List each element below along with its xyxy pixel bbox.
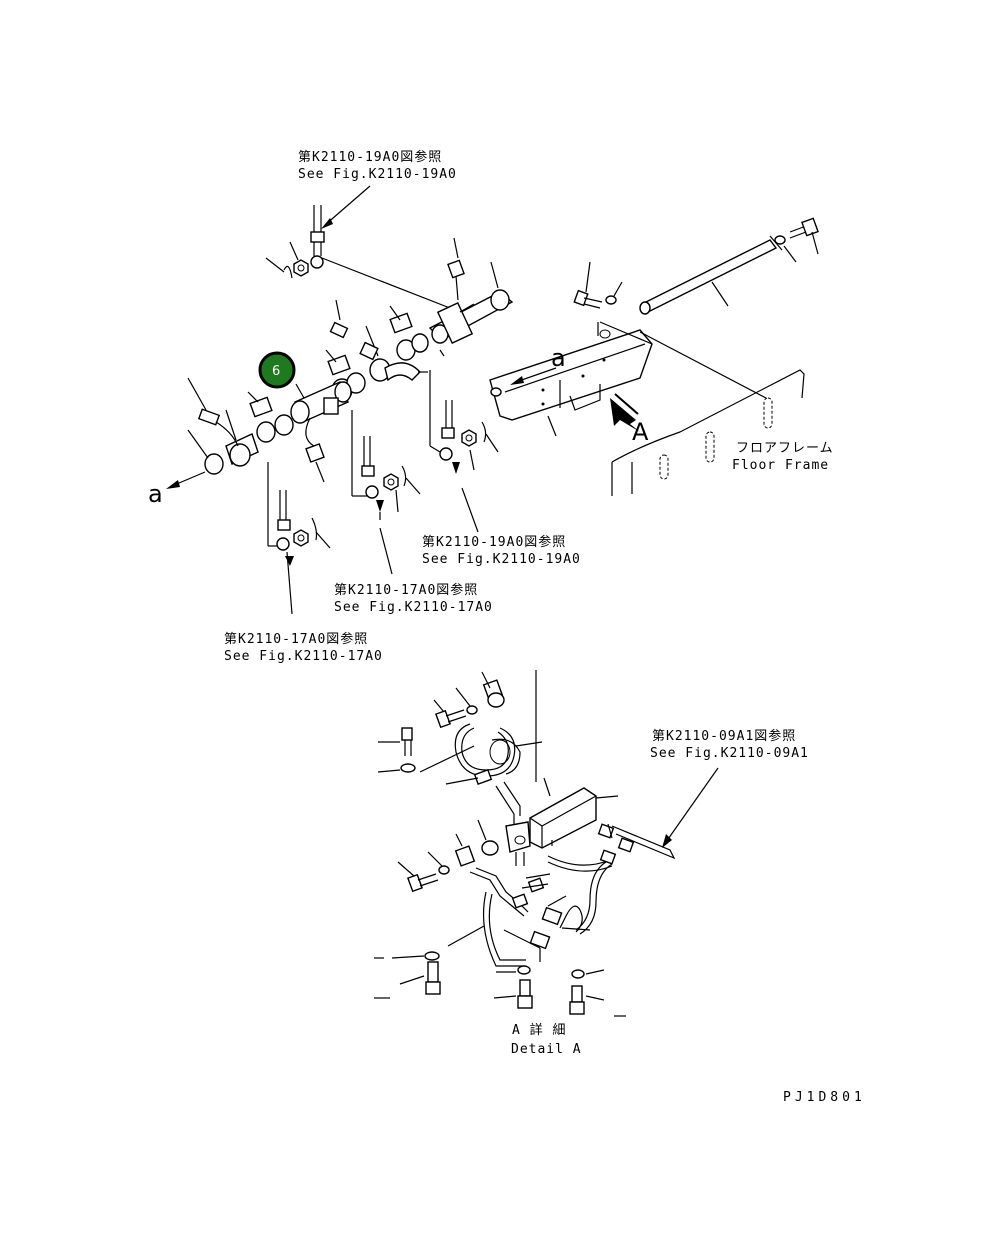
- grease-fitting-mid: [329, 299, 379, 361]
- detail-a-harness: [551, 823, 676, 935]
- ref-top-en: See Fig.K2110-19A0: [298, 167, 457, 182]
- ref-top-jp: 第K2110-19A0図参照: [298, 149, 442, 165]
- section-arrow-left: [166, 471, 206, 489]
- pipe-fitting-lower: [305, 417, 325, 483]
- lever-bracket: [436, 302, 475, 357]
- ref-mid-center-jp: 第K2110-17A0図参照: [334, 582, 478, 598]
- callout-6-badge[interactable]: 6: [258, 351, 296, 389]
- ref-mid-center-en: See Fig.K2110-17A0: [334, 600, 493, 615]
- bushing-set-upper: [365, 305, 429, 382]
- detail-a-assembly: [377, 670, 543, 826]
- left-end-cap: [187, 429, 224, 475]
- ref-mid-left-en: See Fig.K2110-17A0: [224, 649, 383, 664]
- view-a-arrow-icon: [610, 393, 640, 432]
- ref-mid-right-en: See Fig.K2110-19A0: [422, 552, 581, 567]
- bushing-set-left: [247, 391, 294, 443]
- ref-mid-right-jp: 第K2110-19A0図参照: [422, 534, 566, 550]
- ref-mid-left-jp: 第K2110-17A0図参照: [224, 631, 368, 647]
- bolt-far-right: [774, 217, 819, 263]
- detail-a-bracket: [505, 777, 619, 872]
- ref-detail-right-en: See Fig.K2110-09A1: [650, 746, 809, 761]
- section-label-right: a: [551, 344, 566, 372]
- vertical-rod-left: [267, 462, 331, 615]
- floor-frame-plate: [611, 331, 805, 496]
- mounting-bracket: [489, 321, 653, 437]
- callout-6-number: 6: [272, 364, 280, 379]
- grease-fitting-top: [447, 237, 465, 301]
- drawing-number: PJ1D801: [783, 1090, 866, 1105]
- floor-frame-jp: フロアフレーム: [736, 441, 834, 456]
- detail-caption-jp: A 詳 細: [512, 1022, 566, 1038]
- detail-a-washers-bolts: [374, 951, 626, 1017]
- vertical-rod-right: [429, 370, 499, 533]
- detail-caption-en: Detail A: [511, 1042, 582, 1057]
- nut-top-left: [265, 241, 309, 279]
- section-label-left: a: [148, 480, 163, 508]
- detail-a-lower-fittings: [397, 819, 591, 967]
- vertical-rod-top: [310, 205, 325, 269]
- view-label: A: [632, 418, 649, 446]
- vertical-rod-mid: [351, 410, 421, 575]
- bolt-upper-right: [573, 261, 623, 309]
- floor-frame-en: Floor Frame: [732, 458, 829, 473]
- ref-detail-right-jp: 第K2110-09A1図参照: [652, 728, 796, 744]
- link-rod-top: [321, 257, 456, 311]
- section-arrow-right: [510, 367, 557, 385]
- left-housing: [187, 377, 259, 467]
- ref-top-arrow-icon: [321, 185, 371, 229]
- sleeve-part-6: [290, 381, 352, 424]
- long-pipe: [639, 235, 783, 315]
- ref-detail-right-arrow-icon: [662, 767, 719, 848]
